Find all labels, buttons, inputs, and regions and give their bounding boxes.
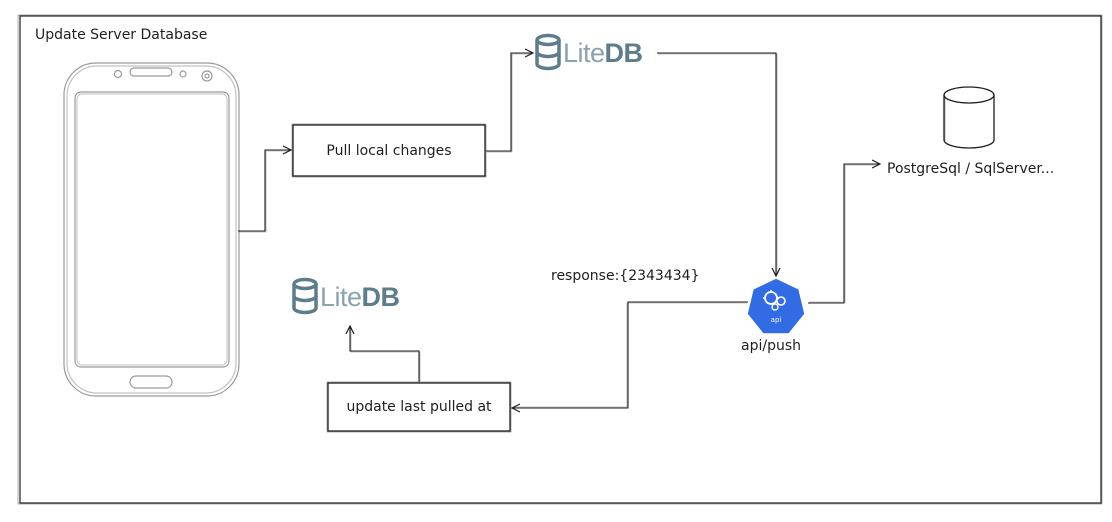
response-label: response:{2343434} <box>551 268 700 284</box>
update-last-pulled-label: update last pulled at <box>346 399 492 415</box>
api-push-label: api/push <box>741 338 801 354</box>
outer-frame <box>17 14 1103 505</box>
litedb-top-db-text: DB <box>604 38 644 68</box>
pull-local-changes-label: Pull local changes <box>326 142 452 159</box>
litedb-bottom-db-text: DB <box>361 282 401 312</box>
arrow-api-to-update <box>512 301 748 408</box>
frame-title: Update Server Database <box>35 27 208 43</box>
arrow-phone-to-pull <box>238 150 291 232</box>
api-badge-text: api <box>771 316 782 324</box>
arrow-api-to-server <box>808 164 880 304</box>
arrow-pull-to-litedb <box>486 53 533 152</box>
server-database-cylinder <box>943 86 995 149</box>
server-db-label: PostgreSql / SqlServer... <box>887 161 1055 177</box>
litedb-bottom-db-icon <box>292 277 318 315</box>
phone-icon <box>63 62 240 397</box>
arrow-litedb-to-api <box>657 52 776 276</box>
litedb-top-lite-text: Lite <box>563 38 605 68</box>
api-icon: api <box>746 277 806 335</box>
arrow-update-to-litedb <box>350 326 420 382</box>
litedb-bottom-lite-text: Lite <box>320 282 362 312</box>
litedb-top-db-icon <box>535 33 561 71</box>
connectors <box>238 53 880 408</box>
